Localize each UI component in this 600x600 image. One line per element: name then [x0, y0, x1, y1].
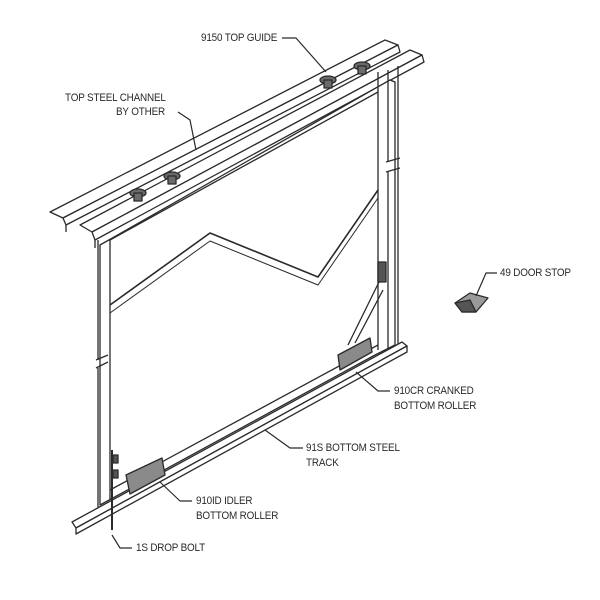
door-panel — [95, 66, 401, 515]
label-idler-roller-line2: BOTTOM ROLLER — [196, 510, 279, 522]
label-cranked-roller-line1: 910CR CRANKED — [394, 385, 474, 397]
cranked-bottom-roller — [337, 261, 387, 371]
door-stop — [454, 292, 489, 313]
label-cranked-roller-line2: BOTTOM ROLLER — [394, 400, 477, 412]
idler-bottom-roller — [125, 457, 166, 495]
drop-bolt — [111, 450, 119, 530]
label-top-channel-line1: TOP STEEL CHANNEL — [65, 92, 166, 104]
top-guides — [129, 61, 371, 202]
label-top-channel-line2: BY OTHER — [116, 106, 165, 118]
bottom-steel-track — [71, 341, 408, 535]
label-drop-bolt: 1S DROP BOLT — [136, 542, 206, 554]
label-top-guide: 9150 TOP GUIDE — [201, 32, 278, 44]
label-bottom-track-line1: 91S BOTTOM STEEL — [306, 442, 400, 454]
label-bottom-track-line2: TRACK — [306, 457, 339, 469]
label-idler-roller-line1: 910ID IDLER — [196, 495, 253, 507]
top-steel-channel — [49, 39, 425, 248]
label-door-stop: 49 DOOR STOP — [500, 267, 571, 279]
leader-lines — [111, 37, 497, 549]
